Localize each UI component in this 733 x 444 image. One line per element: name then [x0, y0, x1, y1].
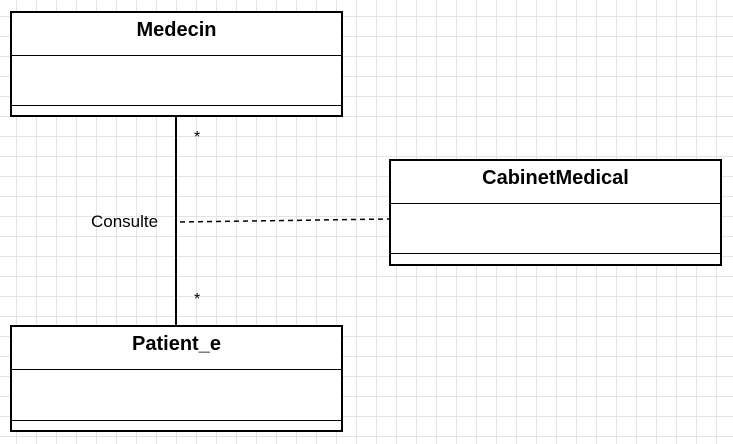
class-medecin[interactable]: Medecin — [10, 11, 343, 117]
association-name-label: Consulte — [91, 212, 159, 231]
class-medecin-operations — [12, 105, 341, 116]
class-cabinet-medical-operations — [391, 253, 720, 264]
class-cabinet-medical-attributes — [391, 203, 720, 254]
multiplicity-top: * — [194, 129, 201, 146]
class-medecin-attributes — [12, 55, 341, 106]
class-patient-name: Patient_e — [132, 333, 221, 355]
multiplicity-bottom: * — [194, 291, 201, 308]
class-cabinet-medical[interactable]: CabinetMedical — [389, 159, 722, 266]
association-class-link[interactable] — [179, 218, 390, 223]
class-cabinet-medical-name: CabinetMedical — [482, 167, 629, 189]
class-patient-attributes — [12, 369, 341, 421]
class-patient-operations — [12, 420, 341, 431]
class-patient[interactable]: Patient_e — [10, 325, 343, 432]
class-medecin-name: Medecin — [136, 19, 217, 41]
